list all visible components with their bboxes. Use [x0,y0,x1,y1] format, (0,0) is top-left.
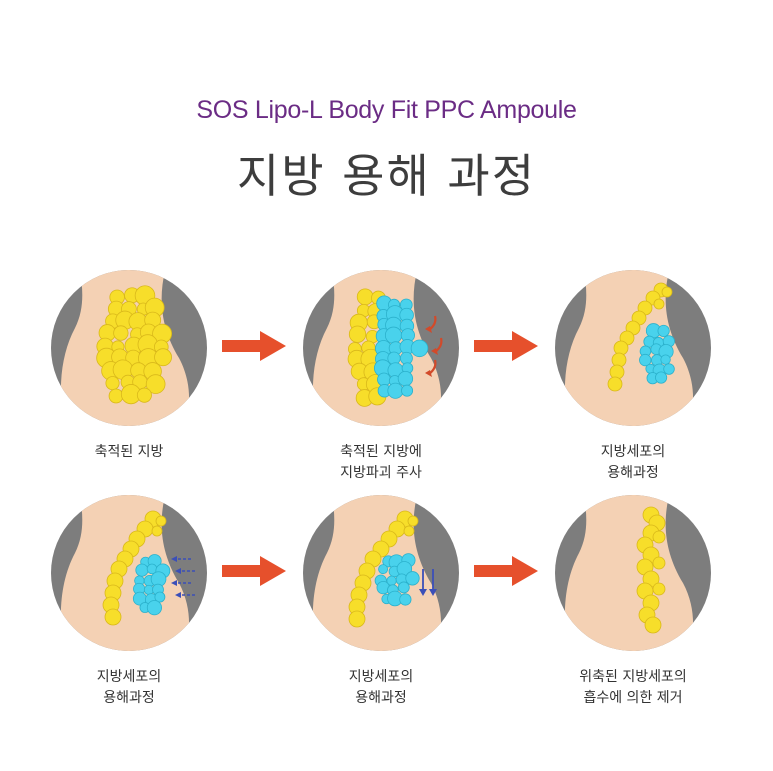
step-3-caption: 지방세포의 용해과정 [548,442,718,484]
step-4-illustration [51,495,207,651]
step-2-illustration [303,270,459,426]
step-6-caption-line-1: 위축된 지방세포의 [579,669,687,685]
step-5-illustration [303,495,459,651]
step-4: 지방세포의 용해과정 [44,493,214,709]
step-4-caption-line-2: 용해과정 [103,690,155,706]
step-3-caption-line-1: 지방세포의 [600,444,666,460]
step-2-caption-line-1: 축적된 지방에 [340,444,422,460]
step-1-illustration [51,270,207,426]
step-6-caption: 위축된 지방세포의 흡수에 의한 제거 [548,667,718,709]
step-6: 위축된 지방세포의 흡수에 의한 제거 [548,493,718,709]
step-1: 축적된 지방 [44,268,214,463]
step-2-caption: 축적된 지방에 지방파괴 주사 [296,442,466,484]
step-5-caption-line-1: 지방세포의 [348,669,414,685]
arrow-right-icon [474,556,538,586]
step-6-illustration [555,495,711,651]
step-1-caption-line-1: 축적된 지방 [94,444,164,460]
page-title: 지방 용해 과정 [236,149,537,203]
step-4-caption: 지방세포의 용해과정 [44,667,214,709]
step-2-caption-line-2: 지방파괴 주사 [340,465,422,481]
arrow-right-icon [222,556,286,586]
step-5-caption: 지방세포의 용해과정 [296,667,466,709]
step-2: 축적된 지방에 지방파괴 주사 [296,268,466,484]
arrow-right-icon [222,331,286,361]
step-3-illustration [555,270,711,426]
step-6-caption-line-2: 흡수에 의한 제거 [583,690,683,706]
step-3-caption-line-2: 용해과정 [607,465,659,481]
step-3: 지방세포의 용해과정 [548,268,718,484]
step-4-caption-line-1: 지방세포의 [96,669,162,685]
step-1-caption: 축적된 지방 [44,442,214,463]
product-subtitle: SOS Lipo-L Body Fit PPC Ampoule [196,96,577,124]
arrow-right-icon [474,331,538,361]
step-5-caption-line-2: 용해과정 [355,690,407,706]
step-5: 지방세포의 용해과정 [296,493,466,709]
